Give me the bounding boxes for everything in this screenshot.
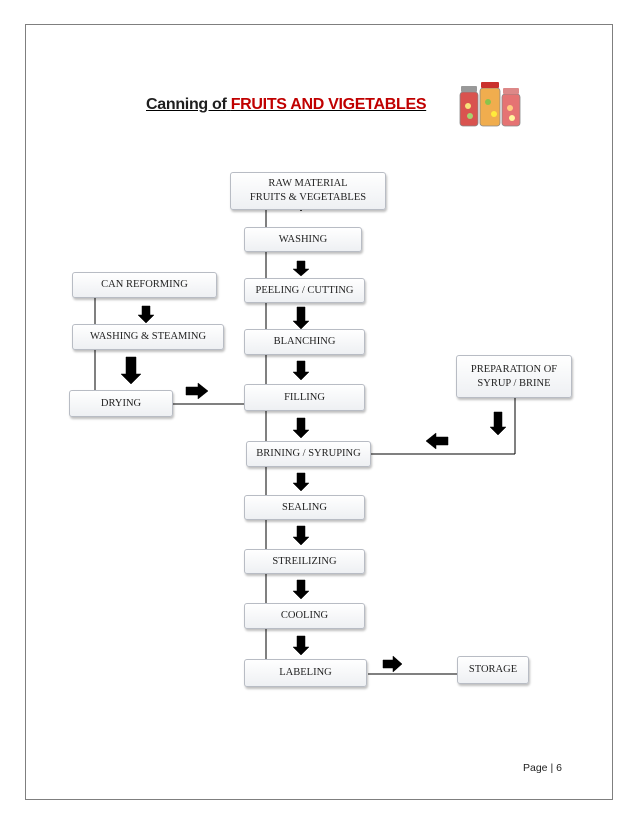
step-label: PEELING / CUTTING: [255, 284, 354, 296]
step-label: RAW MATERIAL FRUITS & VEGETABLES: [249, 178, 367, 203]
step-label: SEALING: [282, 501, 327, 513]
down-arrow-icon: [292, 579, 310, 600]
down-arrow-icon: [489, 411, 507, 436]
step-label: CAN REFORMING: [101, 279, 188, 290]
step-label: COOLING: [280, 610, 329, 621]
step-labeling: LABELING: [244, 659, 367, 687]
step-label: FILLING: [284, 391, 325, 403]
down-arrow-icon: [292, 360, 310, 381]
step-sterilizing: STREILIZING: [244, 549, 365, 574]
step-filling: FILLING: [244, 384, 365, 411]
down-arrow-icon: [120, 356, 142, 385]
down-arrow-icon: [137, 305, 155, 324]
step-blanching: BLANCHING: [244, 329, 365, 355]
down-arrow-icon: [292, 472, 310, 492]
down-arrow-icon: [292, 635, 310, 656]
title-prefix: Canning of: [146, 96, 227, 113]
step-label: WASHING & STEAMING: [89, 331, 207, 342]
step-label: BLANCHING: [273, 336, 336, 347]
step-drying: DRYING: [69, 390, 173, 417]
page-number: Page | 6: [523, 762, 562, 774]
left-arrow-icon: [425, 432, 449, 450]
title-highlight: FRUITS AND VIGETABLES: [230, 96, 427, 113]
step-sealing: SEALING: [244, 495, 365, 520]
down-arrow-icon: [292, 260, 310, 277]
step-label: DRYING: [100, 397, 142, 409]
right-arrow-icon: [382, 655, 403, 673]
step-label: LABELING: [279, 667, 332, 678]
down-arrow-icon: [292, 525, 310, 546]
down-arrow-icon: [292, 306, 310, 330]
canned-jars-illustration: [459, 82, 521, 127]
step-syrup-preparation: PREPARATION OF SYRUP / BRINE: [456, 355, 572, 398]
step-cooling: COOLING: [244, 603, 365, 629]
step-label: STORAGE: [468, 664, 518, 675]
step-raw-material: RAW MATERIAL FRUITS & VEGETABLES: [230, 172, 386, 210]
step-can-reforming: CAN REFORMING: [72, 272, 217, 298]
page-title: Canning of FRUITS AND VIGETABLES: [146, 96, 426, 114]
step-washing-steaming: WASHING & STEAMING: [72, 324, 224, 350]
step-washing: WASHING: [244, 227, 362, 252]
step-label: PREPARATION OF SYRUP / BRINE: [470, 363, 558, 389]
step-label: BRINING / SYRUPING: [256, 448, 361, 459]
step-label: WASHING: [278, 233, 328, 245]
down-arrow-icon: [292, 417, 310, 439]
step-peeling-cutting: PEELING / CUTTING: [244, 278, 365, 303]
page-border: [25, 24, 613, 800]
step-storage: STORAGE: [457, 656, 529, 684]
step-brining-syruping: BRINING / SYRUPING: [246, 441, 371, 467]
step-label: STREILIZING: [272, 555, 337, 567]
right-arrow-icon: [185, 382, 209, 400]
